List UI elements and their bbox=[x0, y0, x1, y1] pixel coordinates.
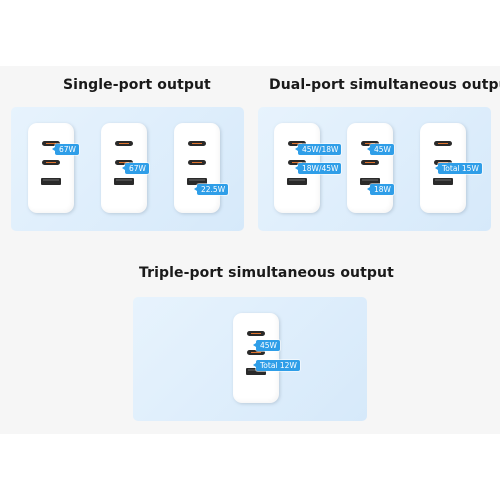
dual-port-title: Dual-port simultaneous output bbox=[269, 77, 500, 93]
usb-c-port-2 bbox=[42, 160, 60, 165]
triple-port-title: Triple-port simultaneous output bbox=[139, 265, 394, 281]
usb-a-port bbox=[41, 178, 61, 185]
usb-c-port-2 bbox=[361, 160, 379, 165]
usb-c-port-1 bbox=[434, 141, 452, 146]
usb-c-port-1 bbox=[288, 141, 306, 146]
usb-c-port-1 bbox=[115, 141, 133, 146]
output-badge: 18W/45W bbox=[294, 163, 342, 174]
usb-c-port-2 bbox=[247, 350, 265, 355]
usb-c-port-2 bbox=[115, 160, 133, 165]
usb-c-port-2 bbox=[434, 160, 452, 165]
single-port-panel: 67W 67W 22.5W bbox=[11, 107, 244, 231]
output-badge: Total 12W bbox=[253, 360, 300, 371]
usb-a-port bbox=[187, 178, 207, 185]
charger-triple bbox=[233, 313, 279, 403]
usb-c-port-2 bbox=[288, 160, 306, 165]
usb-c-port-1 bbox=[361, 141, 379, 146]
output-badge: 18W bbox=[367, 184, 394, 195]
single-port-title: Single-port output bbox=[63, 77, 211, 93]
charger-single-1 bbox=[28, 123, 74, 213]
usb-a-port bbox=[433, 178, 453, 185]
output-badge: 45W bbox=[253, 340, 280, 351]
usb-a-port bbox=[287, 178, 307, 185]
output-badge: Total 15W bbox=[435, 163, 482, 174]
output-badge: 45W/18W bbox=[294, 144, 342, 155]
charger-single-3 bbox=[174, 123, 220, 213]
usb-c-port-1 bbox=[188, 141, 206, 146]
usb-c-port-2 bbox=[188, 160, 206, 165]
output-badge: 67W bbox=[52, 144, 79, 155]
usb-c-port-1 bbox=[42, 141, 60, 146]
usb-a-port bbox=[360, 178, 380, 185]
dual-port-panel: 45W/18W 18W/45W 45W 18W Total 15W bbox=[258, 107, 491, 231]
usb-a-port bbox=[114, 178, 134, 185]
output-badge: 67W bbox=[122, 163, 149, 174]
output-badge: 22.5W bbox=[193, 184, 229, 195]
usb-c-port-1 bbox=[247, 331, 265, 336]
triple-port-panel: 45W Total 12W bbox=[133, 297, 367, 421]
charger-dual-2 bbox=[347, 123, 393, 213]
output-badge: 45W bbox=[367, 144, 394, 155]
